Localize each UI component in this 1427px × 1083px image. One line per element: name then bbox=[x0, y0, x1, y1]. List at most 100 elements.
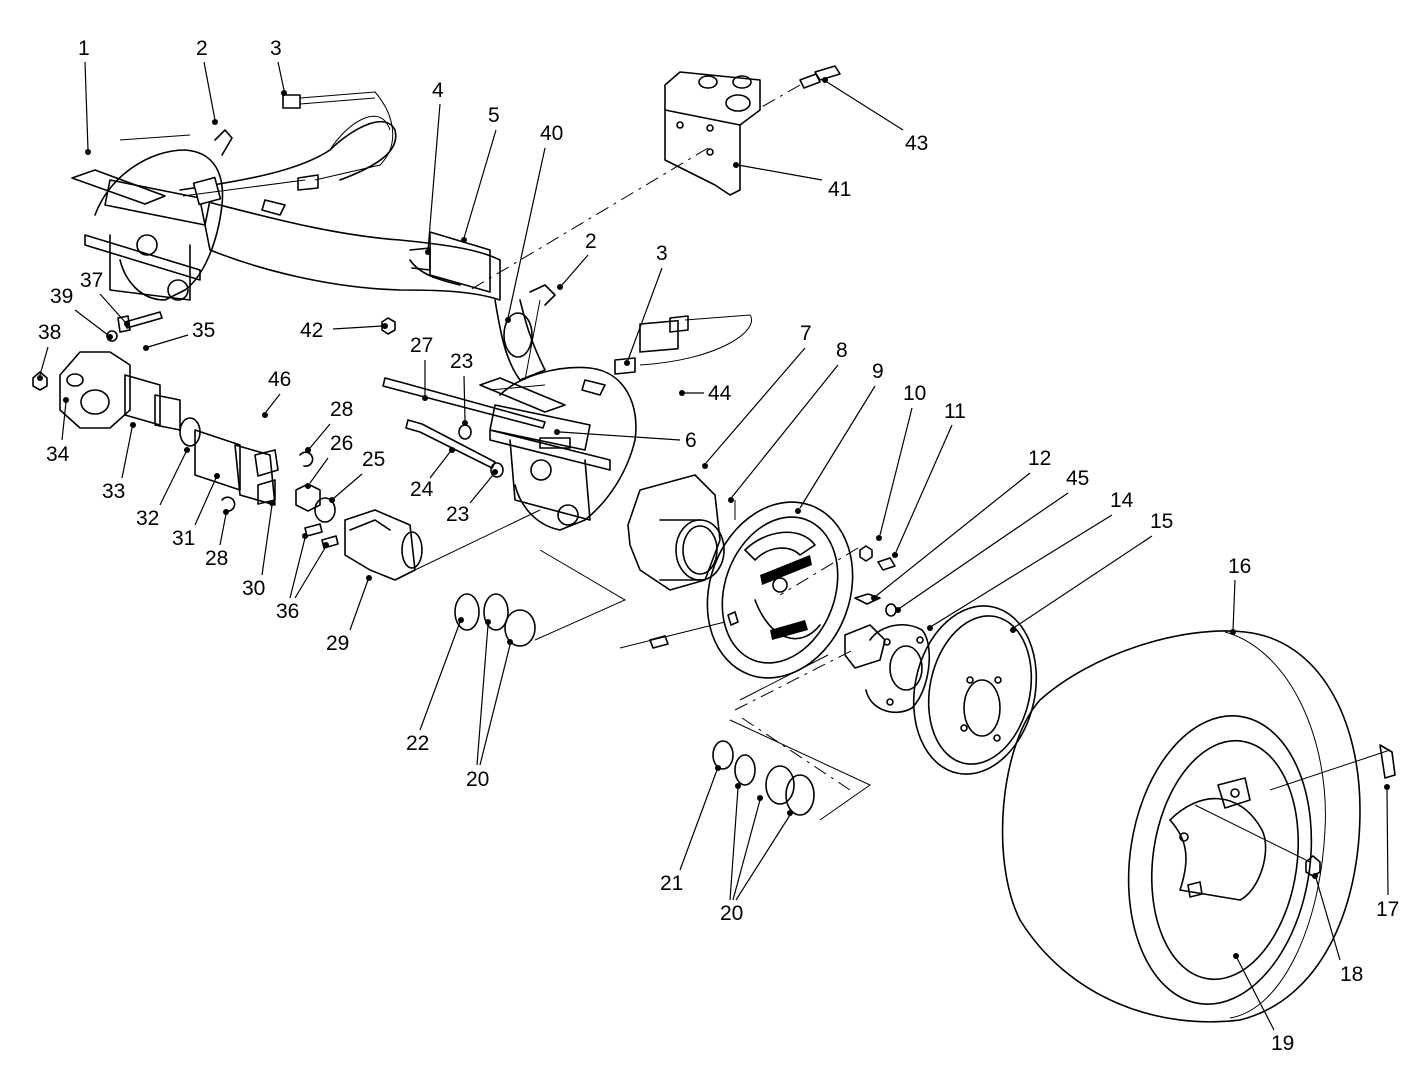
snap-ring bbox=[221, 496, 236, 512]
left-spring-hanger bbox=[71, 134, 306, 301]
svg-text:11: 11 bbox=[944, 400, 966, 423]
brake-cable-upper bbox=[282, 91, 394, 191]
svg-text:17: 17 bbox=[1376, 898, 1399, 921]
callout-5: 5 bbox=[461, 104, 500, 243]
callout-15: 15 bbox=[1010, 510, 1173, 633]
callout-16: 16 bbox=[1228, 555, 1251, 635]
callout-23b: 23 bbox=[446, 469, 498, 526]
callout-28a: 28 bbox=[305, 398, 353, 453]
callout-32: 32 bbox=[136, 447, 190, 530]
svg-text:36: 36 bbox=[276, 600, 299, 623]
callout-30: 30 bbox=[242, 500, 275, 600]
callout-33: 33 bbox=[102, 422, 136, 503]
callout-27: 27 bbox=[410, 334, 433, 401]
svg-text:22: 22 bbox=[406, 732, 429, 755]
callout-28b: 28 bbox=[205, 509, 229, 570]
callout-18: 18 bbox=[1312, 873, 1363, 986]
svg-text:41: 41 bbox=[828, 178, 851, 201]
bearing-race bbox=[765, 765, 795, 805]
callout-21: 21 bbox=[660, 765, 721, 895]
callout-12: 12 bbox=[871, 447, 1051, 601]
callout-44: 44 bbox=[679, 382, 732, 405]
drive-shaft-assembly bbox=[59, 351, 279, 506]
svg-text:15: 15 bbox=[1150, 510, 1173, 533]
svg-text:34: 34 bbox=[46, 443, 70, 466]
svg-text:28: 28 bbox=[205, 547, 228, 570]
bolt bbox=[854, 593, 881, 605]
svg-text:23: 23 bbox=[446, 503, 469, 526]
axle-housing bbox=[179, 115, 546, 381]
callout-35: 35 bbox=[143, 319, 215, 351]
svg-text:16: 16 bbox=[1228, 555, 1251, 578]
callout-8: 8 bbox=[728, 339, 848, 503]
svg-text:3: 3 bbox=[656, 242, 668, 265]
svg-text:46: 46 bbox=[268, 368, 291, 391]
svg-text:6: 6 bbox=[685, 429, 697, 452]
bolt bbox=[124, 311, 163, 329]
callout-1: 1 bbox=[78, 37, 91, 155]
callout-20b: 20 bbox=[720, 783, 793, 925]
brake-drum bbox=[912, 605, 1038, 775]
svg-text:38: 38 bbox=[38, 321, 61, 344]
callout-4: 4 bbox=[425, 79, 444, 255]
callout-17: 17 bbox=[1376, 784, 1399, 921]
svg-text:39: 39 bbox=[50, 285, 73, 308]
svg-text:2: 2 bbox=[585, 230, 597, 253]
svg-text:10: 10 bbox=[903, 382, 926, 405]
bolt bbox=[382, 377, 546, 429]
svg-text:2: 2 bbox=[196, 37, 208, 60]
brake-cable-lower bbox=[614, 314, 752, 375]
svg-text:45: 45 bbox=[1066, 467, 1089, 490]
bolt bbox=[405, 419, 496, 469]
svg-text:23: 23 bbox=[450, 350, 473, 373]
axle-bracket bbox=[409, 231, 491, 293]
svg-text:7: 7 bbox=[800, 322, 812, 345]
callout-3a: 3 bbox=[270, 37, 287, 96]
callout-24: 24 bbox=[410, 447, 455, 501]
svg-text:26: 26 bbox=[330, 432, 353, 455]
callout-19: 19 bbox=[1233, 953, 1294, 1055]
svg-text:40: 40 bbox=[540, 122, 563, 145]
svg-text:37: 37 bbox=[80, 269, 103, 292]
callout-37: 37 bbox=[80, 269, 130, 327]
svg-text:18: 18 bbox=[1340, 963, 1363, 986]
snap-ring bbox=[299, 451, 314, 467]
bolt bbox=[304, 523, 323, 537]
washer bbox=[106, 330, 118, 342]
svg-text:8: 8 bbox=[836, 339, 848, 362]
callout-11: 11 bbox=[892, 400, 966, 558]
nut bbox=[381, 317, 396, 335]
callout-2b: 2 bbox=[557, 230, 597, 290]
callout-10: 10 bbox=[876, 382, 926, 541]
callout-7: 7 bbox=[702, 322, 812, 469]
svg-text:25: 25 bbox=[362, 448, 385, 471]
washer bbox=[314, 497, 336, 523]
washer bbox=[458, 424, 472, 440]
clip bbox=[214, 129, 233, 156]
svg-text:20: 20 bbox=[720, 902, 743, 925]
callout-29: 29 bbox=[326, 575, 372, 655]
bolt bbox=[799, 65, 841, 89]
bearing-race bbox=[504, 609, 536, 647]
callout-36: 36 bbox=[276, 533, 329, 623]
svg-text:33: 33 bbox=[102, 480, 125, 503]
callout-9: 9 bbox=[795, 360, 884, 514]
callout-34: 34 bbox=[46, 397, 70, 466]
center-spring-hanger bbox=[479, 366, 637, 531]
callout-40: 40 bbox=[505, 122, 563, 323]
callout-46: 46 bbox=[262, 368, 291, 418]
svg-text:44: 44 bbox=[708, 382, 732, 405]
svg-text:12: 12 bbox=[1028, 447, 1051, 470]
callout-6: 6 bbox=[554, 429, 697, 452]
svg-text:35: 35 bbox=[192, 319, 215, 342]
svg-text:31: 31 bbox=[172, 527, 195, 550]
nut bbox=[859, 545, 873, 562]
callout-20a: 20 bbox=[466, 619, 513, 791]
callout-14: 14 bbox=[927, 489, 1134, 631]
svg-text:28: 28 bbox=[330, 398, 353, 421]
svg-text:29: 29 bbox=[326, 632, 349, 655]
svg-text:27: 27 bbox=[410, 334, 433, 357]
mounting-bracket bbox=[664, 71, 761, 196]
svg-text:21: 21 bbox=[660, 872, 683, 895]
